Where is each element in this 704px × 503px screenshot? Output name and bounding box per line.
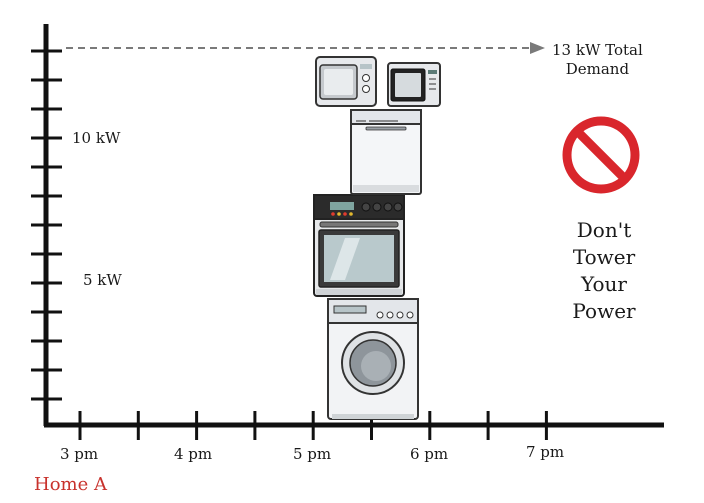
slogan-line-2: Tower: [572, 245, 636, 269]
x-tick-label-3pm: 3 pm: [60, 445, 99, 463]
slogan-line-4: Power: [572, 299, 636, 323]
microwave-black: [387, 62, 441, 107]
microwave-silver: [315, 56, 377, 107]
total-demand-line2: Demand: [565, 59, 630, 78]
slogan: Don't Tower Your Power: [560, 217, 648, 325]
total-demand-arrowhead: [530, 42, 545, 54]
x-tick-label-7pm: 7 pm: [526, 443, 565, 461]
x-tick-label-4pm: 4 pm: [174, 445, 213, 463]
x-tick-label-5pm: 5 pm: [293, 445, 332, 463]
y-tick-label-5kw: 5 kW: [83, 271, 122, 289]
slogan-line-3: Your: [581, 272, 627, 296]
x-tick-label-6pm: 6 pm: [410, 445, 449, 463]
total-demand-label: 13 kW Total Demand: [552, 41, 643, 79]
no-sign-icon: [562, 116, 640, 194]
washing-machine: [327, 298, 419, 420]
total-demand-line1: 13 kW Total: [552, 41, 643, 59]
slogan-line-1: Don't: [576, 218, 632, 242]
oven: [313, 194, 405, 297]
y-tick-label-10kw: 10 kW: [72, 129, 121, 147]
home-label: Home A: [34, 474, 107, 495]
y-axis-ticks: [31, 49, 62, 401]
dishwasher: [350, 109, 422, 195]
